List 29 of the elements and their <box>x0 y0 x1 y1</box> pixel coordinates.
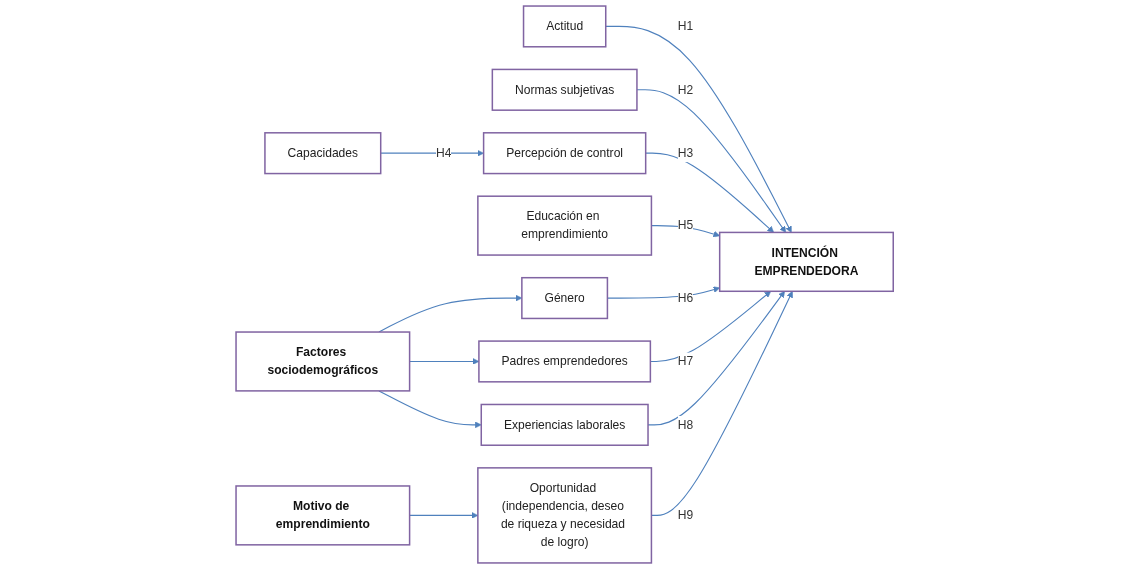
node-box: Actitud <box>523 5 607 48</box>
edge-label: H1 <box>678 19 694 33</box>
node-box: Factores sociodemográficos <box>235 331 411 392</box>
node-box: Capacidades <box>264 132 382 175</box>
node-box: Experiencias laborales <box>480 403 650 446</box>
edge-label: H7 <box>678 354 694 368</box>
arrow <box>651 225 721 238</box>
edge-label: H3 <box>678 146 694 160</box>
node-box: INTENCIÓN EMPRENDEDORA <box>719 231 895 293</box>
node-box: Oportunidad (independencia, deseo de riqueza y necesidad de logro) <box>477 467 653 564</box>
arrow <box>378 294 523 333</box>
node-box: Motivo de emprendimiento <box>235 485 411 546</box>
arrow <box>650 291 772 363</box>
node-box: Género <box>521 276 609 320</box>
edge-label: H2 <box>678 83 694 96</box>
arrow <box>409 358 480 365</box>
node-box: Padres emprendedores <box>478 340 652 383</box>
edge-label: H9 <box>678 508 694 522</box>
node-box: Percepción de control <box>483 132 647 175</box>
edge-label: H8 <box>678 418 694 431</box>
arrow <box>409 512 479 519</box>
edge-label: H4 <box>436 146 452 160</box>
node-box: Educación en emprendimiento <box>477 195 653 256</box>
node-box: Normas subjetivas <box>491 68 639 111</box>
arrow <box>378 390 482 429</box>
arrow <box>651 291 794 516</box>
edge-label: H6 <box>678 291 694 305</box>
arrow <box>607 286 721 299</box>
edge-label: H5 <box>678 218 694 232</box>
